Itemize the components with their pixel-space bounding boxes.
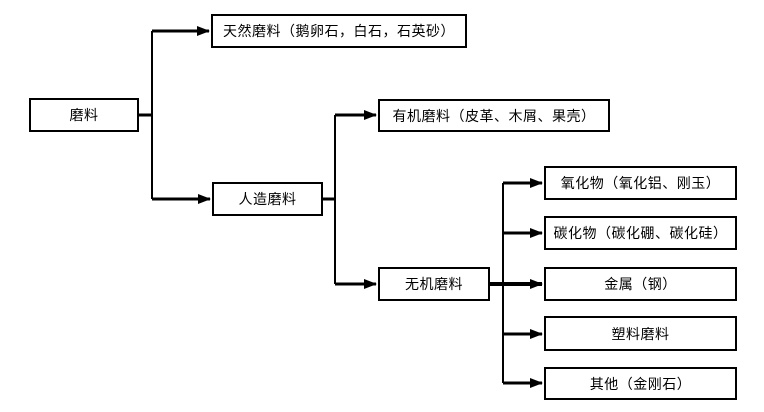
node-artificial-abrasive-label: 人造磨料 xyxy=(238,193,297,208)
node-organic-abrasive: 有机磨料（皮革、木屑、果壳） xyxy=(378,99,610,132)
node-inorganic-abrasive: 无机磨料 xyxy=(378,267,490,301)
node-other-label: 其他（金刚石） xyxy=(589,377,692,393)
node-metal-label: 金属（钢） xyxy=(604,278,677,293)
node-organic-abrasive-label: 有机磨料（皮革、木屑、果壳） xyxy=(392,109,596,125)
node-oxide: 氧化物（氧化铝、刚玉） xyxy=(544,166,737,200)
node-carbide: 碳化物（碳化硼、碳化硅） xyxy=(544,216,737,250)
node-carbide-label: 碳化物（碳化硼、碳化硅） xyxy=(553,227,728,242)
node-natural-abrasive: 天然磨料（鹅卵石，白石，石英砂） xyxy=(211,14,467,48)
node-natural-abrasive-label: 天然磨料（鹅卵石，白石，石英砂） xyxy=(223,25,455,40)
node-other: 其他（金刚石） xyxy=(544,367,737,400)
node-plastic-abrasive: 塑料磨料 xyxy=(544,316,737,351)
node-abrasive-label: 磨料 xyxy=(69,109,99,124)
node-oxide-label: 氧化物（氧化铝、刚玉） xyxy=(560,177,721,192)
node-inorganic-abrasive-label: 无机磨料 xyxy=(405,278,463,293)
node-abrasive: 磨料 xyxy=(29,98,139,132)
node-artificial-abrasive: 人造磨料 xyxy=(212,182,323,216)
node-plastic-abrasive-label: 塑料磨料 xyxy=(611,327,670,343)
node-metal: 金属（钢） xyxy=(544,267,737,301)
